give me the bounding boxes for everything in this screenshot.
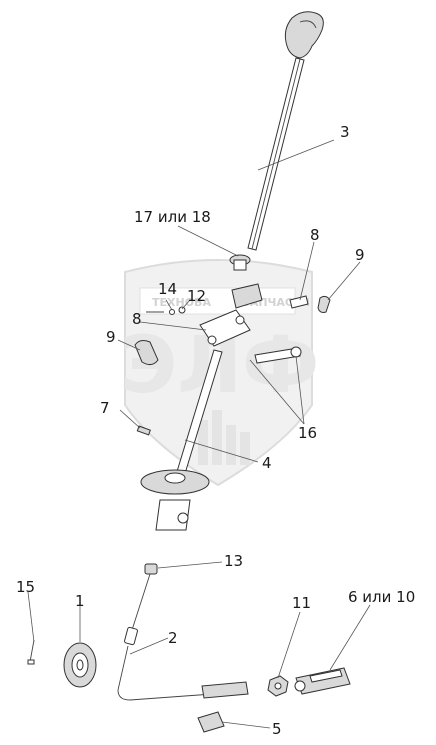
label-4: 4	[262, 454, 272, 472]
watermark-shield	[124, 259, 313, 487]
label-7: 7	[100, 399, 110, 417]
label-9-left: 9	[106, 328, 116, 346]
label-12: 12	[187, 287, 206, 305]
lever-shaft-part-4	[140, 349, 223, 531]
label-13: 13	[224, 552, 243, 570]
watermark: ТЕХНОВА ЗАПЧАСТИ ЭЛФ	[120, 259, 319, 487]
watermark-left-text: ТЕХНОВА	[152, 296, 211, 309]
label-15: 15	[16, 578, 35, 596]
bolt-part-15	[27, 639, 35, 665]
cable-part-2	[117, 573, 249, 701]
label-6-10: 6 или 10	[348, 588, 415, 606]
label-16: 16	[298, 424, 317, 442]
roller-part-1	[63, 642, 97, 688]
bushing-part-13	[144, 563, 158, 575]
label-5: 5	[272, 720, 282, 738]
fork-end-part-6-10	[294, 667, 351, 695]
shift-lever-part-3	[247, 11, 324, 251]
label-14: 14	[158, 280, 177, 298]
bracket-assembly	[134, 283, 331, 366]
part-labels: 3 17 или 18 8 9 14 12 8 9 7 16 4 13 15 1…	[16, 123, 415, 738]
pin-part-7	[136, 425, 151, 436]
label-8-right: 8	[310, 226, 320, 244]
label-3: 3	[340, 123, 350, 141]
label-9-right: 9	[355, 246, 365, 264]
label-17-18: 17 или 18	[134, 208, 211, 226]
nut-part-11	[267, 675, 289, 697]
label-1: 1	[75, 592, 85, 610]
bolt-part-17-18	[229, 254, 251, 271]
label-2: 2	[168, 629, 178, 647]
label-11: 11	[292, 594, 311, 612]
leader-lines	[27, 139, 371, 729]
label-8-left: 8	[132, 310, 142, 328]
end-cap-part-5	[197, 711, 225, 733]
